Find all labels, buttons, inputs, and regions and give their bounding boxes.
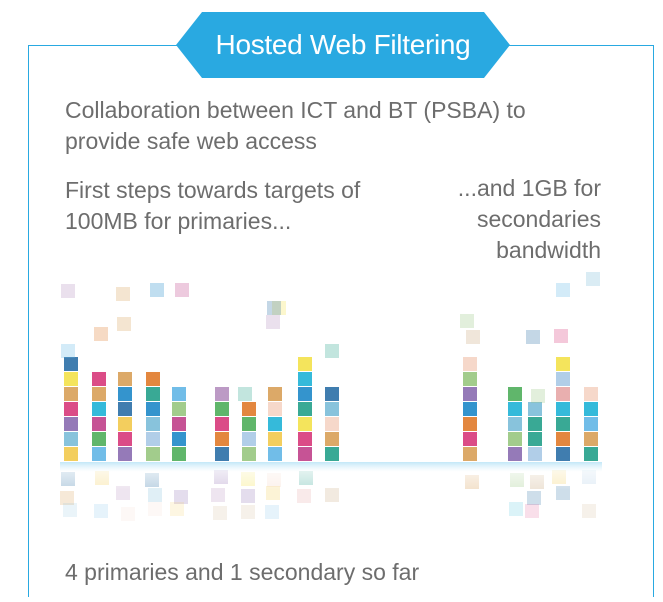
intro-text: Collaboration between ICT and BT (PSBA) … (65, 97, 526, 154)
secondaries-target-text: ...and 1GB for secondaries bandwidth (371, 173, 601, 266)
secondaries-line-3: bandwidth (496, 237, 601, 263)
title-banner: Hosted Web Filtering (176, 12, 510, 78)
primaries-target-text: First steps towards targets of 100MB for… (65, 177, 361, 234)
page-title: Hosted Web Filtering (215, 29, 471, 60)
secondaries-line-1: ...and 1GB for (457, 175, 601, 201)
banner-shape (176, 12, 510, 78)
footer-text: 4 primaries and 1 secondary so far (65, 559, 420, 585)
secondaries-line-2: secondaries (476, 206, 601, 232)
